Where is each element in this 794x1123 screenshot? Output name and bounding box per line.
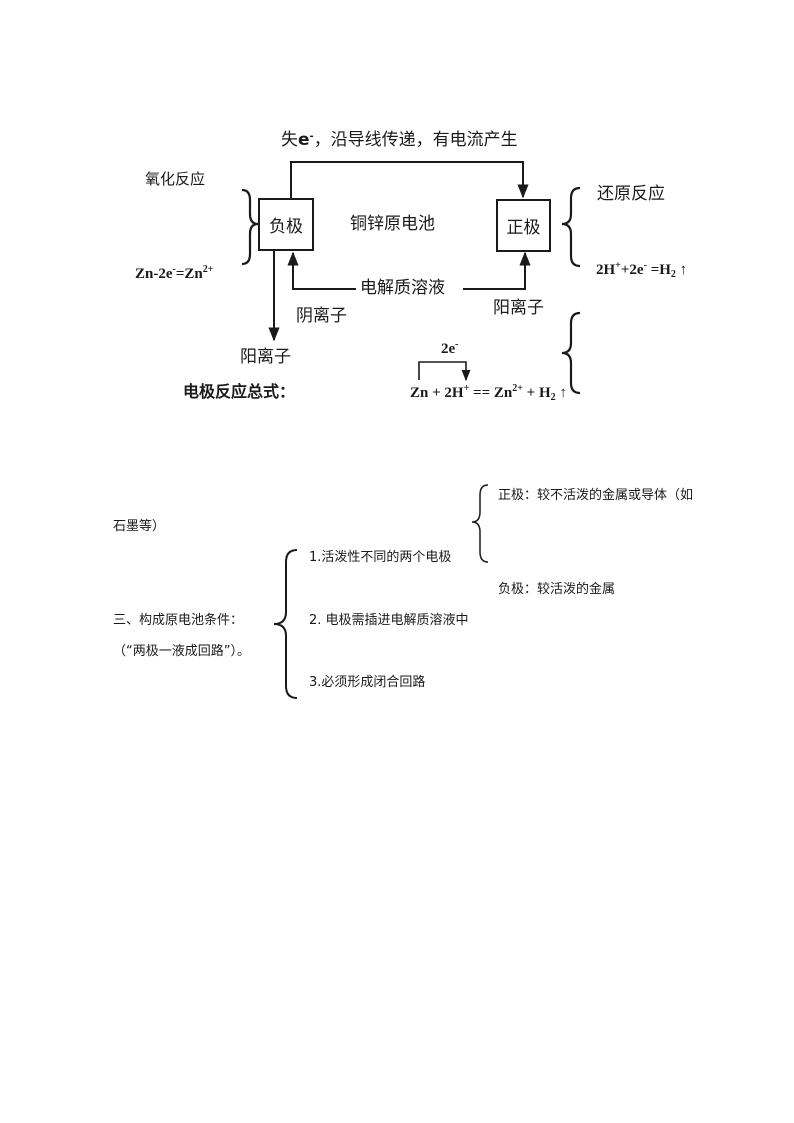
positive-electrode-description-continued: 石墨等）	[113, 519, 166, 534]
brace-electrode-types	[471, 484, 489, 563]
electron-flow-label: 失e-，沿导线传递，有电流产生	[281, 130, 518, 150]
condition-item-1: 1.活泼性不同的两个电极	[309, 550, 452, 565]
conditions-heading: 三、构成原电池条件：	[113, 613, 244, 628]
arrow-cation-to-positive	[463, 251, 531, 290]
positive-electrode-equation: 2H++2e- =H2 ↑	[596, 260, 688, 280]
reduction-label: 还原反应	[597, 184, 665, 204]
brace-conditions	[273, 549, 298, 699]
total-equation: Zn + 2H+ == Zn2+ + H2 ↑	[410, 383, 567, 403]
condition-item-2: 2. 电极需插进电解质溶液中	[309, 613, 469, 628]
brace-oxidation	[241, 188, 259, 266]
positive-electrode-description: 正极：较不活泼的金属或导体（如	[498, 488, 694, 503]
arrow-anion-to-negative	[287, 251, 356, 290]
negative-electrode-description: 负极：较活泼的金属	[498, 582, 616, 597]
cation-label-right: 阳离子	[493, 298, 544, 318]
condition-item-3: 3.必须形成闭合回路	[309, 675, 426, 690]
negative-electrode-box: 负极	[258, 198, 314, 251]
brace-lower-right	[561, 311, 581, 395]
electron-transfer-bracket	[418, 361, 471, 382]
negative-electrode-label: 负极	[269, 217, 303, 237]
electron-transfer-label: 2e-	[441, 339, 459, 357]
wire-electron-path	[290, 161, 529, 199]
negative-electrode-equation: Zn-2e-=Zn2+	[135, 264, 214, 282]
oxidation-label: 氧化反应	[145, 170, 206, 188]
positive-electrode-box: 正极	[496, 199, 551, 252]
positive-electrode-label: 正极	[506, 218, 541, 238]
cell-name: 铜锌原电池	[350, 214, 435, 234]
electrolyte-label: 电解质溶液	[360, 278, 445, 298]
brace-reduction	[561, 186, 581, 268]
cation-label-left: 阳离子	[240, 347, 291, 367]
anion-label: 阴离子	[296, 306, 347, 326]
total-equation-label: 电极反应总式：	[183, 382, 296, 401]
conditions-summary: （“两极一液成回路”）。	[113, 644, 250, 659]
